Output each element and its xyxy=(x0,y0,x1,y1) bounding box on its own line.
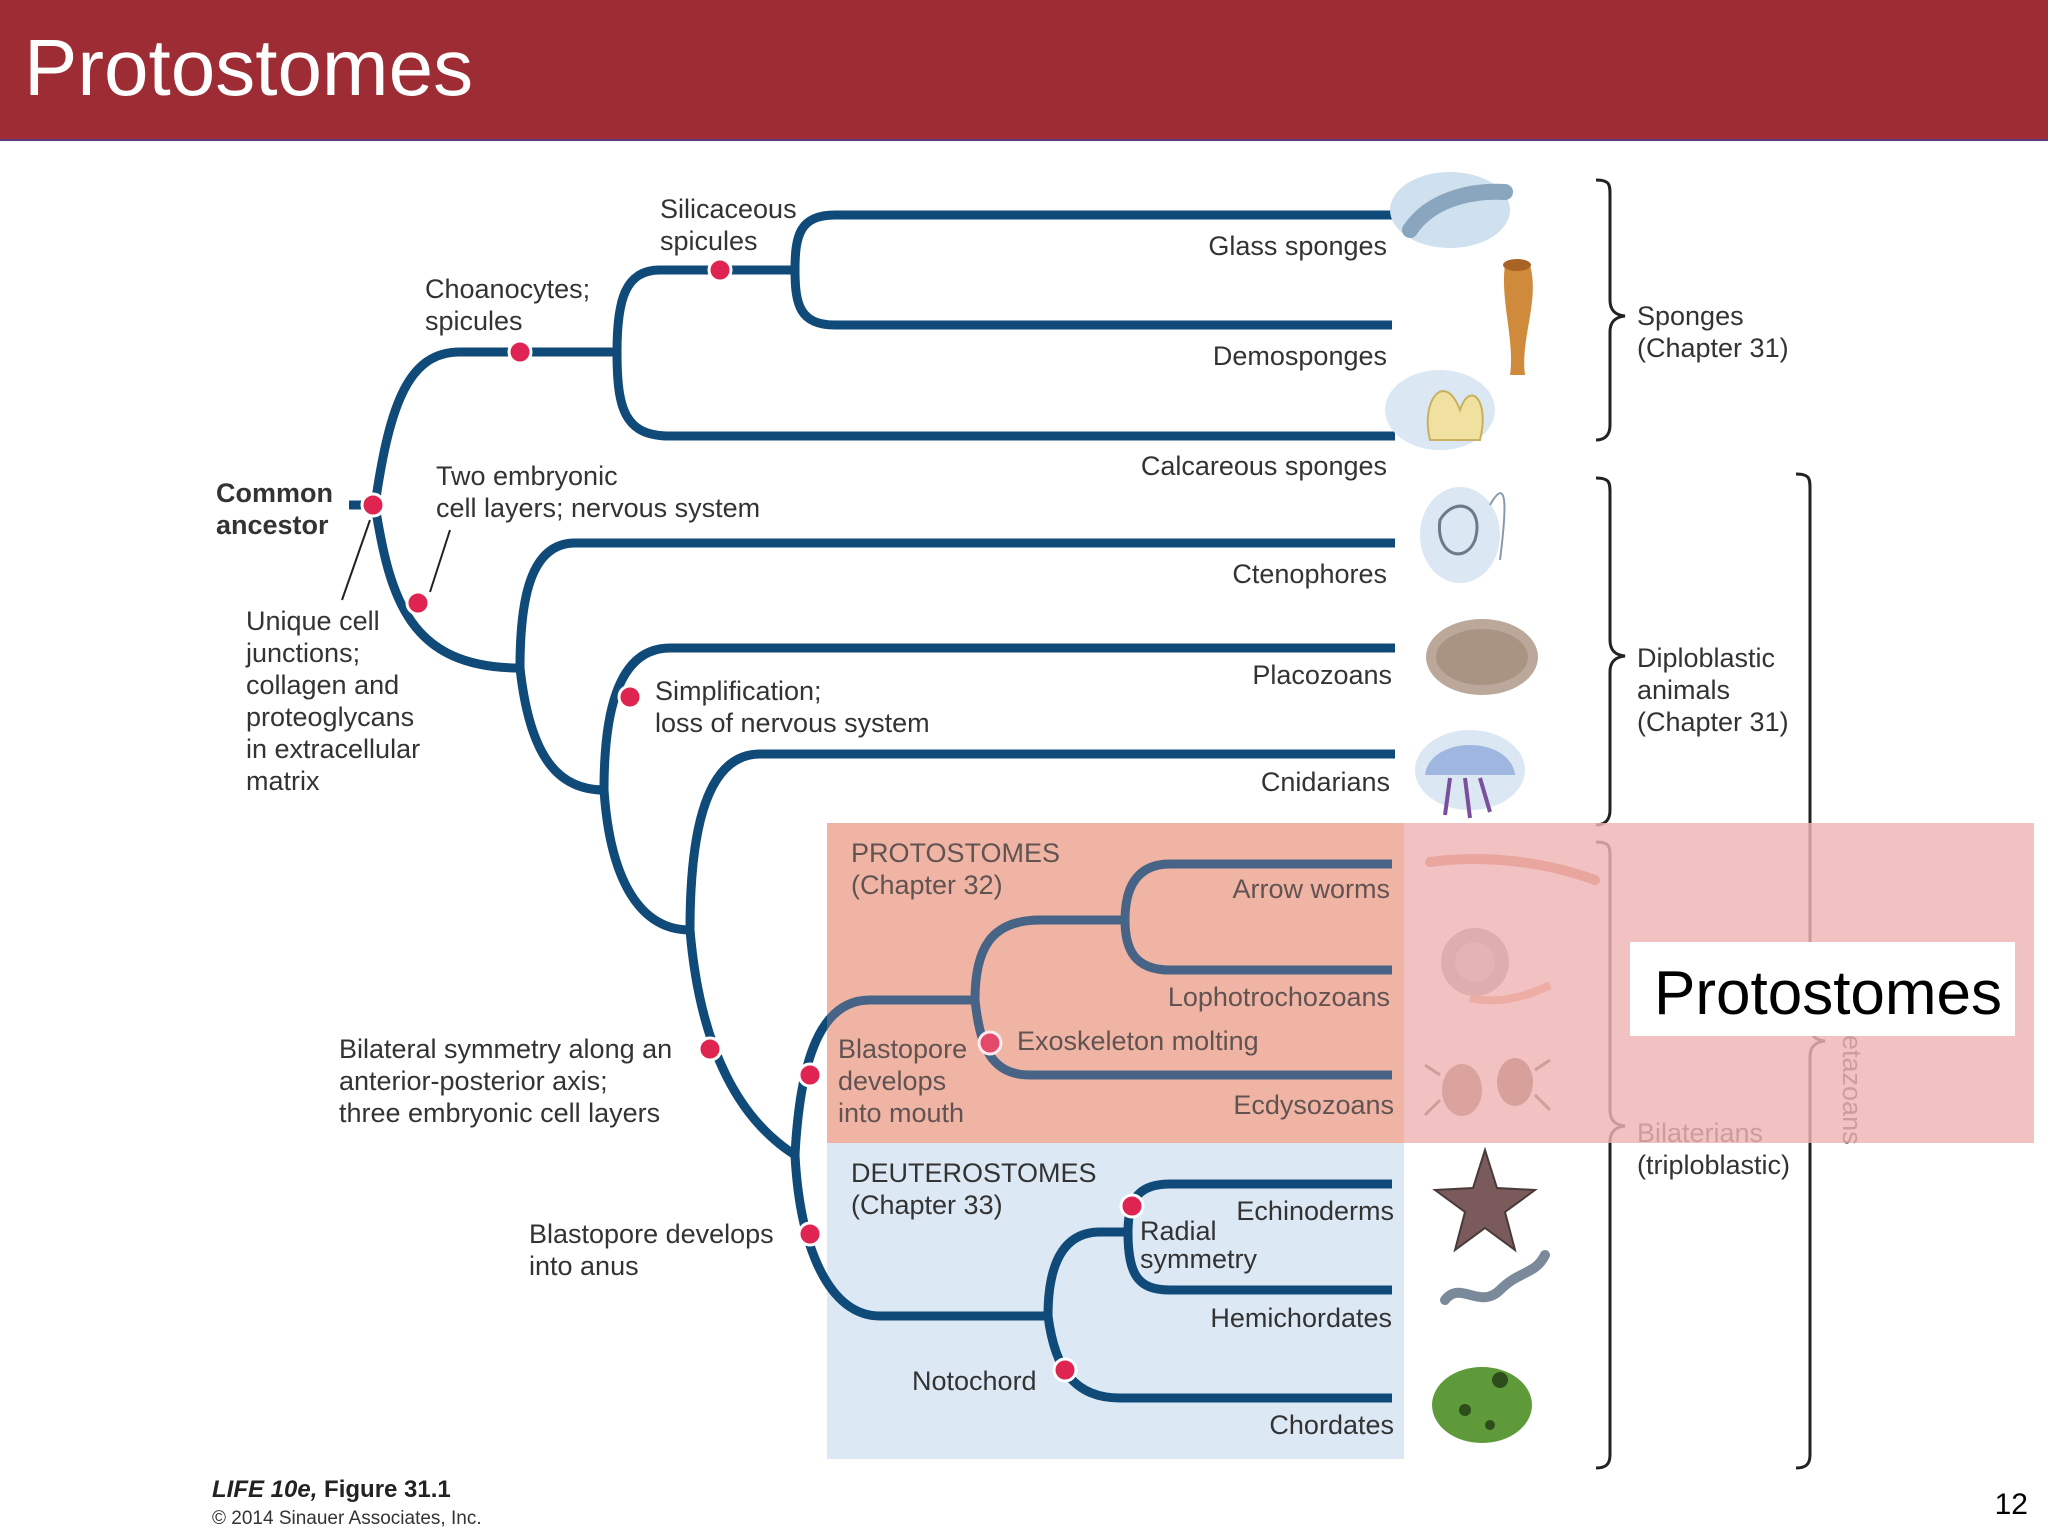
trait-two-layers: Two embryonic xyxy=(436,461,618,491)
echinoderm-icon xyxy=(1432,1146,1538,1253)
group-deuterostomes: (Chapter 33) xyxy=(851,1190,1003,1220)
trait-exoskeleton: Exoskeleton molting xyxy=(1017,1026,1259,1056)
taxon-label: Ctenophores xyxy=(1232,559,1387,589)
diploblastic-label: animals xyxy=(1637,675,1730,705)
dot-choanocytes xyxy=(507,339,533,365)
ctenophore-icon xyxy=(1420,487,1506,583)
dot-simplification xyxy=(617,684,643,710)
deuterostomes-box xyxy=(827,1143,1404,1459)
leader-unique-cell xyxy=(341,519,371,601)
group-deuterostomes: DEUTEROSTOMES xyxy=(851,1158,1097,1188)
trait-notochord: Notochord xyxy=(912,1366,1037,1396)
diploblastic-bracket xyxy=(1595,476,1626,827)
sponges-label: (Chapter 31) xyxy=(1637,333,1789,363)
taxon-label: Chordates xyxy=(1269,1410,1394,1440)
trait-blastopore-anus: Blastopore develops xyxy=(529,1219,774,1249)
callout-text: Protostomes xyxy=(1654,959,2003,1028)
trait-bilateral: anterior-posterior axis; xyxy=(339,1066,608,1096)
taxon-label: Placozoans xyxy=(1252,660,1392,690)
dot-two-layers xyxy=(405,590,431,616)
page-number: 12 xyxy=(1994,1488,2028,1521)
diploblastic-label: Diploblastic xyxy=(1637,643,1775,673)
taxon-label: Echinoderms xyxy=(1236,1196,1394,1226)
taxon-labels: Glass sponges Demosponges Calcareous spo… xyxy=(1141,231,1394,1440)
dot-blastopore-mouth xyxy=(797,1062,823,1088)
trait-simplification: loss of nervous system xyxy=(655,708,930,738)
trait-silicaceous: spicules xyxy=(660,226,758,256)
protostomes-box xyxy=(827,823,1404,1143)
trait-unique-cell: collagen and xyxy=(246,670,399,700)
trait-unique-cell: in extracellular xyxy=(246,734,420,764)
diploblastic-label: (Chapter 31) xyxy=(1637,707,1789,737)
placozoan-icon xyxy=(1426,619,1538,695)
bilaterians-label: (triploblastic) xyxy=(1637,1150,1790,1180)
glass-sponge-icon xyxy=(1390,172,1513,248)
animal-illustrations xyxy=(1385,172,1600,1443)
dot-exoskeleton xyxy=(977,1030,1003,1056)
trait-unique-cell: junctions; xyxy=(245,638,360,668)
protostomes-callout: Protostomes xyxy=(1630,942,2015,1036)
trait-simplification: Simplification; xyxy=(655,676,822,706)
trait-blastopore-mouth: Blastopore xyxy=(838,1034,967,1064)
trait-blastopore-anus: into anus xyxy=(529,1251,639,1281)
trait-bilateral: Bilateral symmetry along an xyxy=(339,1034,672,1064)
root-label: Common xyxy=(216,478,333,508)
calcareous-sponge-icon xyxy=(1385,370,1495,450)
protostome-highlight-overlay-left xyxy=(827,823,1404,1143)
figure-caption: LIFE 10e, Figure 31.1 xyxy=(212,1476,451,1503)
taxon-label: Calcareous sponges xyxy=(1141,451,1387,481)
title-bar: Protostomes xyxy=(0,0,2048,141)
trait-unique-cell: Unique cell xyxy=(246,606,380,636)
copyright-line: © 2014 Sinauer Associates, Inc. xyxy=(212,1508,482,1529)
dot-notochord xyxy=(1052,1357,1078,1383)
taxon-label: Lophotrochozoans xyxy=(1168,982,1390,1012)
taxon-label: Cnidarians xyxy=(1261,767,1390,797)
trait-bilateral: three embryonic cell layers xyxy=(339,1098,660,1128)
dot-blastopore-anus xyxy=(797,1221,823,1247)
taxon-label: Demosponges xyxy=(1213,341,1387,371)
trait-labels: Silicaceous spicules Choanocytes; spicul… xyxy=(245,194,1259,1396)
root-label: ancestor xyxy=(216,510,329,540)
taxon-label: Glass sponges xyxy=(1208,231,1387,261)
synapomorphy-markers xyxy=(360,257,1145,1383)
chordate-icon xyxy=(1432,1367,1532,1443)
trait-blastopore-mouth: develops xyxy=(838,1066,946,1096)
sponges-label: Sponges xyxy=(1637,301,1744,331)
sponges-bracket xyxy=(1595,178,1626,442)
trait-choanocytes: spicules xyxy=(425,306,523,336)
trait-blastopore-mouth: into mouth xyxy=(838,1098,964,1128)
hemichordate-icon xyxy=(1440,1250,1550,1305)
dot-silicaceous xyxy=(707,257,733,283)
trait-choanocytes: Choanocytes; xyxy=(425,274,590,304)
slide-title: Protostomes xyxy=(24,23,474,112)
dot-common-ancestor xyxy=(360,492,386,518)
trait-radial: Radial xyxy=(1140,1216,1217,1246)
trait-radial: symmetry xyxy=(1140,1244,1257,1274)
leader-two-layers xyxy=(429,529,451,593)
trait-unique-cell: proteoglycans xyxy=(246,702,414,732)
cnidarian-icon xyxy=(1415,730,1525,819)
dot-bilateral xyxy=(697,1036,723,1062)
demosponge-icon xyxy=(1503,259,1533,375)
group-protostomes: PROTOSTOMES xyxy=(851,838,1060,868)
taxon-label: Ecdysozoans xyxy=(1233,1090,1394,1120)
trait-two-layers: cell layers; nervous system xyxy=(436,493,760,523)
group-protostomes: (Chapter 32) xyxy=(851,870,1003,900)
trait-silicaceous: Silicaceous xyxy=(660,194,797,224)
taxon-label: Hemichordates xyxy=(1210,1303,1392,1333)
trait-unique-cell: matrix xyxy=(246,766,320,796)
taxon-label: Arrow worms xyxy=(1232,874,1390,904)
dot-radial xyxy=(1119,1193,1145,1219)
tree-branches xyxy=(349,210,1395,1403)
